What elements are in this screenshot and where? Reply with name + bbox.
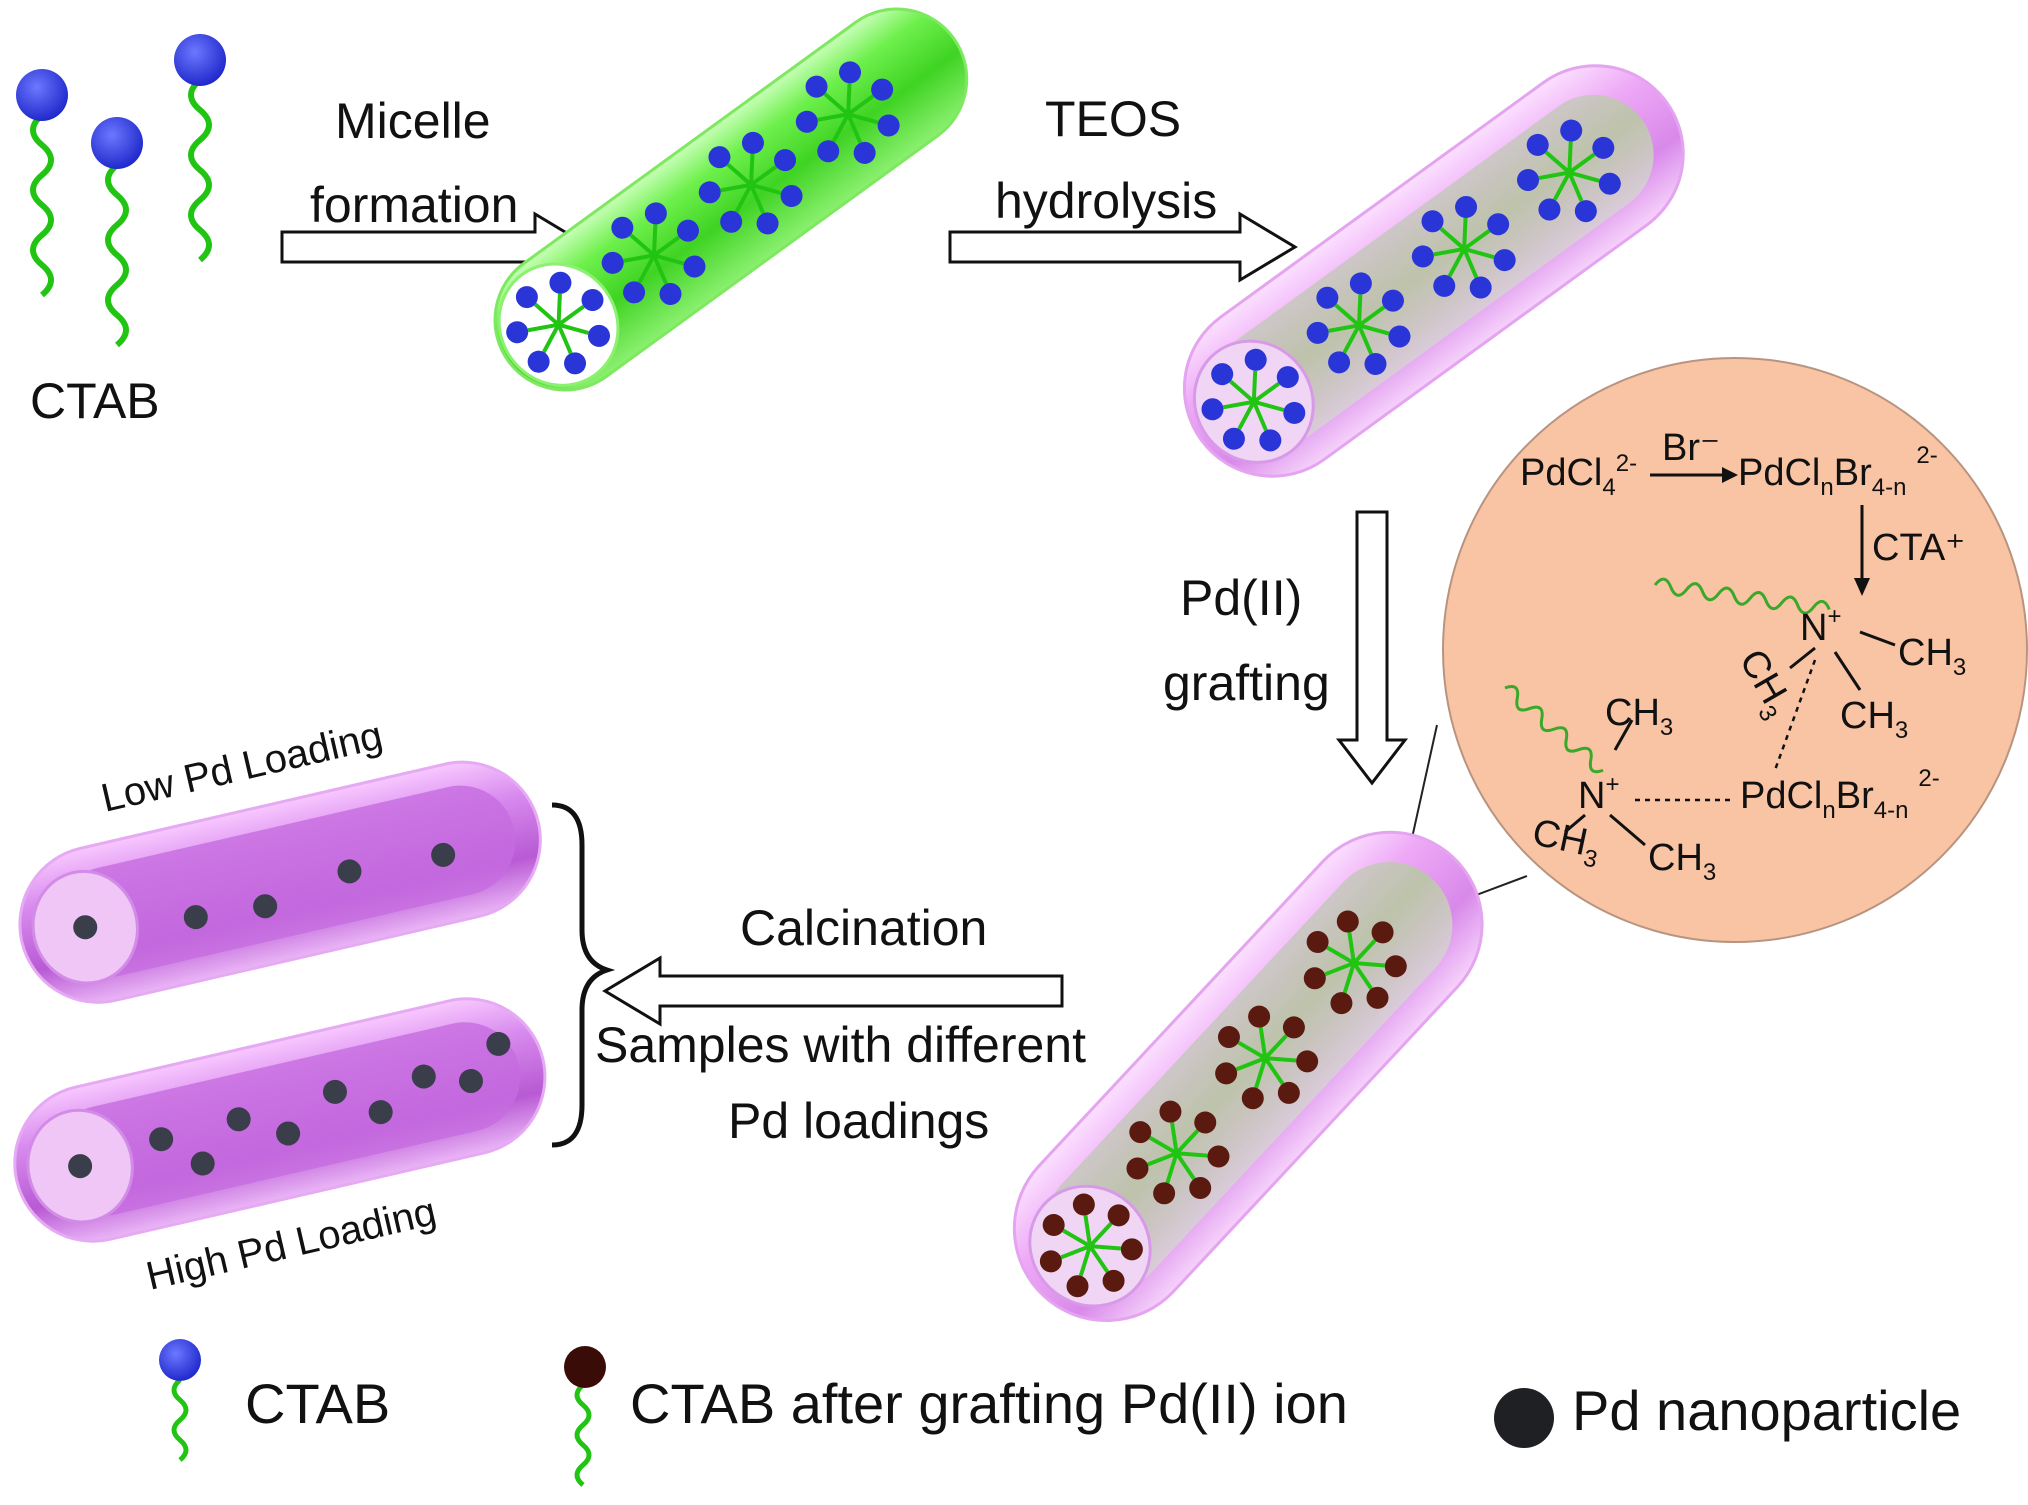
pd-grafting-arrow [1335, 510, 1409, 786]
micelle-unit [601, 202, 706, 305]
samples-label-line1: Samples with different [595, 1017, 1086, 1073]
micelle-unit [795, 61, 900, 164]
pdcl4-formula: PdCl42- [1520, 450, 1637, 501]
pd-grafting-label-line1: Pd(II) [1180, 570, 1302, 626]
silica-rod [1182, 64, 1685, 478]
micelle-unit [1517, 119, 1621, 223]
calcination-label: Calcination [740, 900, 987, 956]
teos-label-line1: TEOS [1045, 91, 1181, 147]
ctab-label: CTAB [30, 373, 160, 429]
pd-nanoparticle [253, 894, 278, 919]
ammonium-n-upper: N+ [1800, 603, 1841, 649]
particle-layer [68, 61, 1621, 1298]
pd-nanoparticle [368, 1100, 393, 1125]
silica-rod-units [1201, 119, 1621, 452]
bromide-arrowhead [1722, 467, 1738, 483]
legend-grafted-ctab-symbol [564, 1346, 606, 1487]
legend: CTAB CTAB after grafting Pd(II) ion Pd n… [159, 1339, 1961, 1487]
micelle-unit [1126, 1100, 1230, 1205]
bond-line [1564, 813, 1586, 834]
micelle-unit [698, 131, 803, 235]
sample-brace [551, 802, 616, 1148]
pd-nanoparticle [486, 1031, 511, 1056]
pd-nanoparticle [183, 905, 208, 930]
micelle-unit [1306, 272, 1411, 375]
pd-nanoparticle [276, 1121, 301, 1146]
methyl-upper-bottom: CH3 [1840, 695, 1908, 744]
legend-nanoparticle-symbol [1494, 1388, 1554, 1448]
ammonium-n-lower: N+ [1578, 771, 1619, 817]
pd-nanoparticle [68, 1154, 93, 1179]
pd-nanoparticle [411, 1064, 436, 1089]
pd-nanoparticle [431, 842, 456, 867]
grafted-rod [1012, 830, 1484, 1323]
ctab-molecule [16, 69, 68, 298]
pd-nanoparticle [322, 1079, 347, 1104]
methyl-lower-left: CH3 [1527, 811, 1604, 873]
low-loading-rod [18, 760, 542, 1004]
bond-line [1789, 646, 1816, 670]
micelle-unit [1303, 910, 1407, 1015]
pd-nanoparticle [337, 859, 362, 884]
legend-ctab-label: CTAB [245, 1372, 390, 1435]
teos-label-line2: hydrolysis [995, 173, 1217, 229]
pdclnbr-formula-top: PdClnBr4-n2- [1738, 442, 1938, 501]
bromide-label: Br⁻ [1662, 427, 1720, 469]
pd-nanoparticle [226, 1107, 251, 1132]
legend-ctab-symbol [159, 1339, 201, 1462]
alkyl-chain-lower [1504, 685, 1604, 774]
ctab-molecules-group [16, 34, 226, 348]
pd-nanoparticle [73, 915, 98, 940]
teos-hydrolysis-arrow [948, 211, 1298, 283]
methyl-lower-top: CH3 [1605, 692, 1673, 741]
cta-plus-label: CTA⁺ [1872, 527, 1965, 569]
bond-line [1859, 630, 1896, 647]
grafted-rod-units [1039, 910, 1407, 1298]
bond-line [1609, 813, 1646, 847]
methyl-upper-right: CH3 [1898, 632, 1966, 681]
pd-grafting-label-line2: grafting [1163, 655, 1330, 711]
legend-nanoparticle-label: Pd nanoparticle [1572, 1379, 1961, 1442]
zoom-circle [1442, 357, 2028, 943]
pdclnbr-formula-bottom: PdClnBr4-n2- [1740, 765, 1940, 824]
calcination-arrow [602, 955, 1064, 1027]
pd-nanoparticle [190, 1151, 215, 1176]
samples-label-line2: Pd loadings [728, 1093, 989, 1149]
cta-arrowhead [1854, 578, 1870, 596]
micelle-unit [1201, 348, 1306, 452]
micelle-unit [1411, 195, 1516, 299]
micelle-unit [1215, 1005, 1319, 1110]
pd-nanoparticle [459, 1069, 484, 1094]
micelle-label-line1: Micelle [335, 93, 491, 149]
micelle-unit [506, 271, 611, 375]
legend-grafted-ctab-label: CTAB after grafting Pd(II) ion [630, 1372, 1348, 1435]
high-loading-rod [13, 997, 547, 1243]
pd-nanoparticle [149, 1127, 174, 1152]
micelle-label-line2: formation [310, 177, 518, 233]
chemistry-scheme: PdCl42- Br⁻ PdClnBr4-n2- CTA⁺ N+ CH3 CH3… [1504, 427, 1966, 886]
high-loading-particles [68, 1031, 511, 1179]
bond-line [1613, 719, 1634, 751]
low-loading-particles [73, 842, 456, 940]
bond-line [1833, 651, 1862, 691]
ctab-molecule [174, 34, 226, 263]
micelle-unit [1039, 1193, 1143, 1298]
alkyl-chain-upper [1653, 577, 1831, 615]
methyl-lower-right: CH3 [1648, 837, 1716, 886]
micelle-rod-units [506, 61, 900, 375]
ctab-molecule [91, 117, 143, 348]
